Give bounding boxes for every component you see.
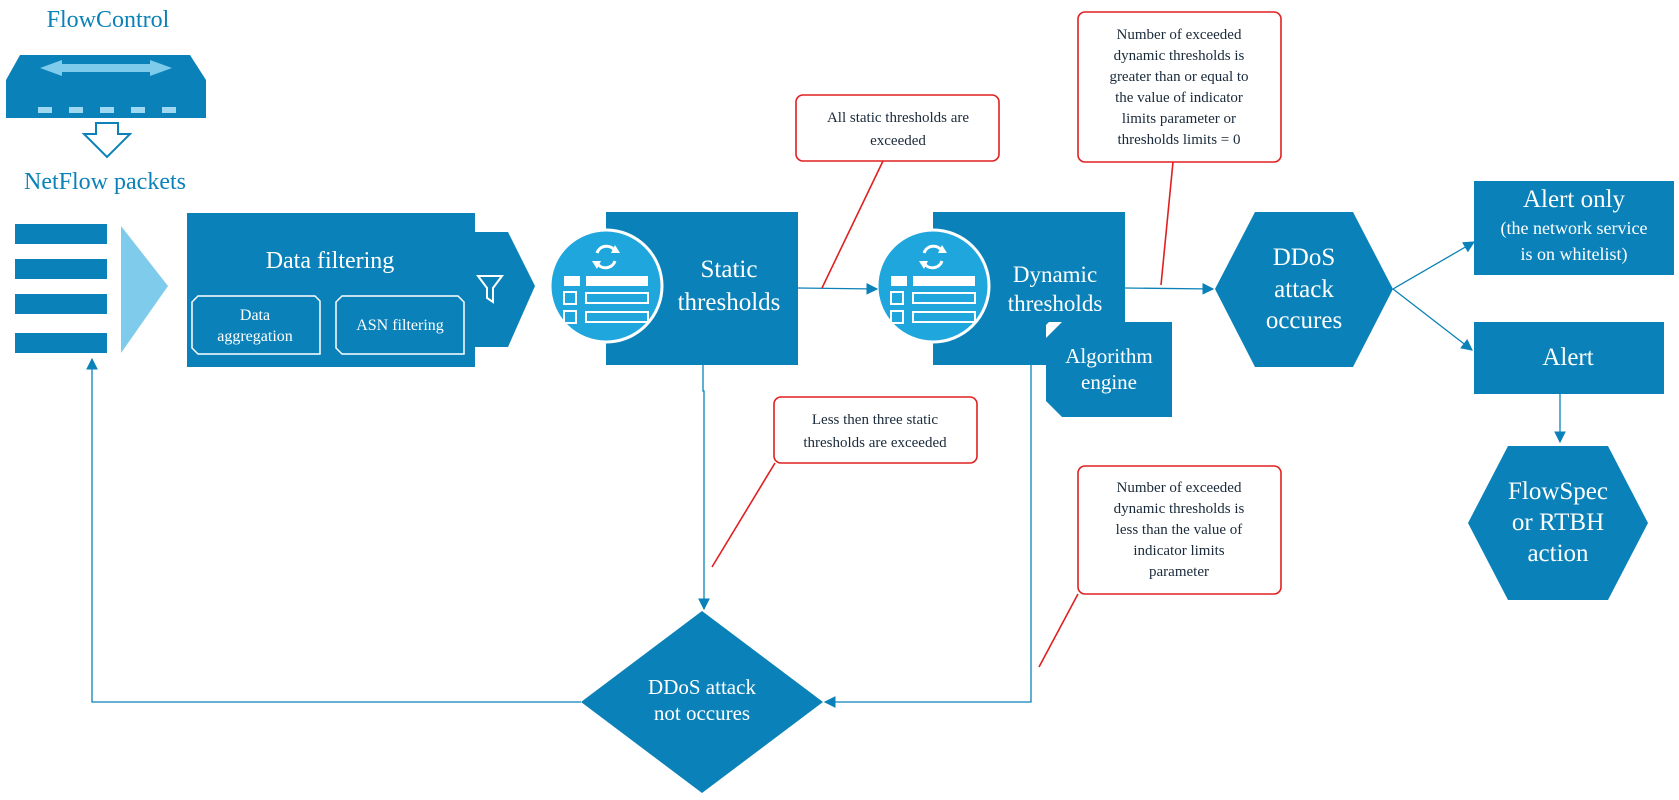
flowspec-line2: or RTBH [1512, 509, 1604, 536]
ddos-occures-line2: attack [1274, 276, 1334, 303]
callout-dyn-less-line2: dynamic thresholds is [1114, 501, 1245, 517]
dynamic-to-not-occures-arrow [823, 365, 1032, 708]
ddos-not-occures-line1: DDoS attack [648, 675, 756, 699]
callout-dyn-greater-line6: thresholds limits = 0 [1117, 132, 1240, 148]
static-to-not-occures-arrow [698, 365, 710, 611]
callout-all-static: All static thresholds are exceeded [795, 94, 1000, 289]
ddos-to-alert-arrow [1392, 288, 1473, 351]
ddos-to-alert-only-arrow [1392, 241, 1476, 290]
callout-dyn-less-line1: Number of exceeded [1117, 480, 1242, 496]
app-title: FlowControl [47, 7, 170, 33]
down-arrow-icon [81, 122, 133, 159]
flowspec-line3: action [1527, 540, 1589, 567]
alert-only-note-line2: is on whitelist) [1521, 244, 1628, 265]
static-to-dynamic-arrow [797, 283, 879, 295]
dynamic-thresholds-line1: Dynamic [1013, 262, 1097, 287]
callout-dyn-greater-line1: Number of exceeded [1117, 27, 1242, 43]
alert-only-block: Alert only (the network service is on wh… [1474, 181, 1674, 275]
alert-block: Alert [1474, 322, 1664, 394]
packet-stack-icon [15, 224, 107, 353]
algorithm-engine-block: Algorithm engine [1046, 322, 1172, 417]
ddos-not-occures-line2: not occures [654, 701, 750, 725]
callout-dyn-less-line5: parameter [1149, 564, 1209, 580]
data-aggregation-line2: aggregation [217, 328, 293, 345]
router-icon [6, 55, 206, 118]
ddos-not-occures-diamond: DDoS attack not occures [581, 611, 823, 793]
algorithm-engine-line1: Algorithm [1065, 344, 1153, 368]
callout-all-static-line1: All static thresholds are [827, 110, 969, 126]
ddos-occures-line3: occures [1266, 307, 1342, 334]
packets-label: NetFlow packets [24, 169, 186, 195]
callout-dyn-greater-line3: greater than or equal to [1109, 69, 1248, 85]
static-thresholds-line2: thresholds [678, 289, 781, 316]
alert-only-note-line1: (the network service [1501, 218, 1648, 239]
threshold-table-icon [548, 228, 664, 344]
callout-less-static-line2: thresholds are exceeded [803, 435, 947, 451]
callout-all-static-line2: exceeded [870, 133, 926, 149]
dynamic-to-ddos-arrow [1124, 283, 1215, 295]
alert-label: Alert [1542, 344, 1593, 371]
data-filtering-title: Data filtering [266, 248, 395, 274]
input-arrow-icon [121, 226, 168, 353]
algorithm-engine-line2: engine [1081, 370, 1137, 394]
callout-dynamic-greater: Number of exceeded dynamic thresholds is… [1077, 11, 1282, 286]
static-thresholds-block: Static thresholds [606, 212, 798, 365]
data-filtering-block: Data filtering Data aggregation ASN filt… [187, 213, 535, 367]
funnel-icon [476, 275, 504, 304]
flowspec-hexagon: FlowSpec or RTBH action [1468, 446, 1648, 600]
loop-back-arrow [86, 357, 581, 703]
connectors [86, 241, 1566, 708]
callout-dyn-greater-line5: limits parameter or [1122, 111, 1236, 127]
asn-filtering-label: ASN filtering [356, 317, 444, 334]
callout-dyn-less-line3: less than the value of [1116, 522, 1243, 538]
dynamic-thresholds-line2: thresholds [1008, 291, 1103, 316]
ddos-occures-hexagon: DDoS attack occures [1215, 212, 1393, 367]
ddos-occures-line1: DDoS [1273, 244, 1336, 271]
data-aggregation-line1: Data [240, 307, 270, 324]
callout-less-static-line1: Less then three static [812, 412, 939, 428]
static-thresholds-line1: Static [701, 256, 758, 283]
callout-dyn-greater-line2: dynamic thresholds is [1114, 48, 1245, 64]
callout-dynamic-less: Number of exceeded dynamic thresholds is… [1038, 465, 1282, 668]
callout-dyn-less-line4: indicator limits [1133, 543, 1224, 559]
flowspec-line1: FlowSpec [1508, 478, 1608, 505]
callout-dyn-greater-line4: the value of indicator [1115, 90, 1243, 106]
dynamic-table-icon [875, 228, 991, 344]
alert-only-title: Alert only [1523, 186, 1626, 213]
callout-less-static: Less then three static thresholds are ex… [711, 396, 978, 568]
